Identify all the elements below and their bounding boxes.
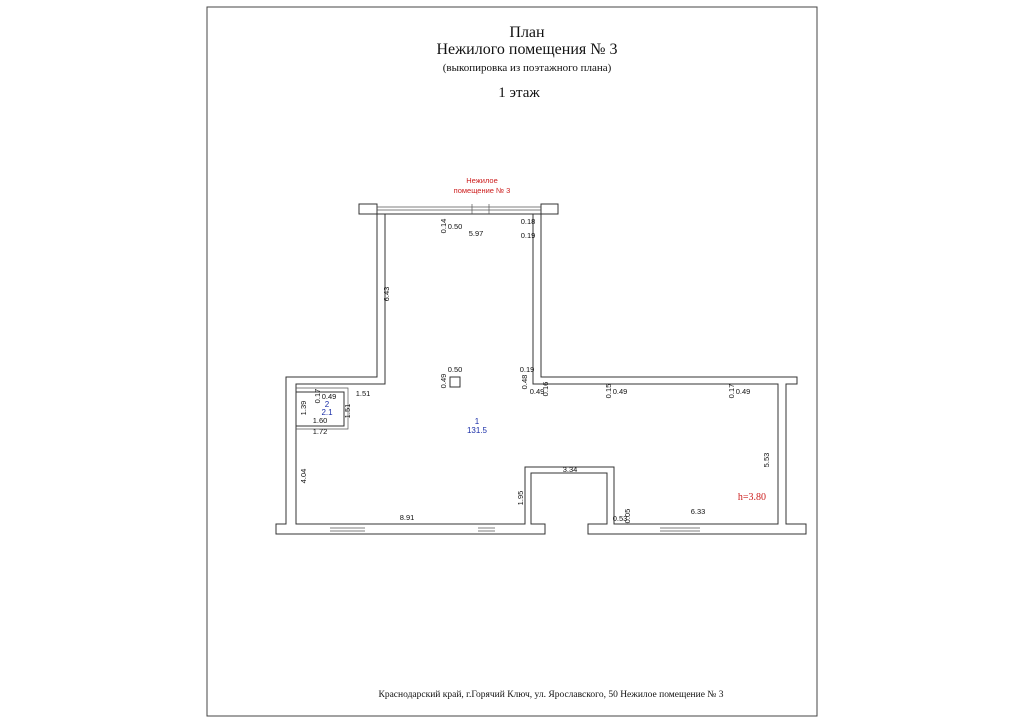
inner-wall [295, 214, 779, 525]
column [449, 376, 461, 388]
dim-label: 5.53 [762, 453, 771, 468]
ceiling-height-label: h=3.80 [738, 492, 766, 503]
dim-label: 1.72 [313, 427, 328, 436]
dim-label: 0.19 [520, 365, 535, 374]
dim-label: 8.91 [400, 513, 415, 522]
dim-label: 1.60 [313, 416, 328, 425]
dim-label: 6.43 [382, 287, 391, 302]
plan-note: (выкопировка из поэтажного плана) [443, 62, 612, 74]
room-1-area: 131.5 [467, 426, 488, 435]
dim-label: 1.51 [343, 404, 352, 419]
room-2-wall-outer [296, 387, 349, 430]
dim-label: 5.97 [469, 229, 484, 238]
dim-label: 0.49 [439, 374, 448, 389]
dim-label: 0.18 [521, 217, 536, 226]
dim-label: 0.17 [727, 384, 736, 399]
dim-label: 0.50 [448, 222, 463, 231]
dimension-labels: 0.14 0.50 5.97 0.18 0.19 6.43 0.50 0.49 … [299, 217, 771, 523]
address-footer: Краснодарский край, г.Горячий Ключ, ул. … [379, 689, 724, 700]
dim-label: 6.33 [691, 507, 706, 516]
walls [275, 203, 807, 535]
outer-wall [275, 203, 807, 535]
dim-label: 0.05 [623, 509, 632, 524]
premises-label-line2: помещение № 3 [454, 186, 511, 195]
dim-label: 0.49 [736, 387, 751, 396]
plan-subtitle: Нежилого помещения № 3 [436, 41, 617, 58]
dim-label: 0.53 [613, 514, 628, 523]
room-2-area: 2.1 [321, 408, 333, 417]
room-1-number: 1 [475, 417, 480, 426]
dim-label: 3.34 [563, 465, 578, 474]
plan-title: План [509, 24, 545, 41]
dim-label: 1.51 [356, 389, 371, 398]
dim-label: 0.15 [604, 384, 613, 399]
dim-label: 1.39 [299, 401, 308, 416]
dim-label: 0.50 [448, 365, 463, 374]
dim-label: 0.49 [613, 387, 628, 396]
dim-label: 0.16 [541, 382, 550, 397]
dim-label: 0.14 [439, 219, 448, 234]
dim-label: 1.95 [516, 491, 525, 506]
room-2-wall [296, 391, 345, 427]
sheet-border [206, 6, 818, 717]
dim-label: 0.49 [322, 392, 337, 401]
room-2-number: 2 [325, 400, 330, 409]
premises-label-line1: Нежилое [466, 176, 498, 185]
dim-label: 0.49 [530, 387, 545, 396]
floor-label: 1 этаж [498, 85, 540, 101]
dim-label: 0.17 [313, 389, 322, 404]
dim-label: 0.19 [521, 231, 536, 240]
dim-label: 4.04 [299, 469, 308, 484]
dim-label: 0.48 [520, 375, 529, 390]
